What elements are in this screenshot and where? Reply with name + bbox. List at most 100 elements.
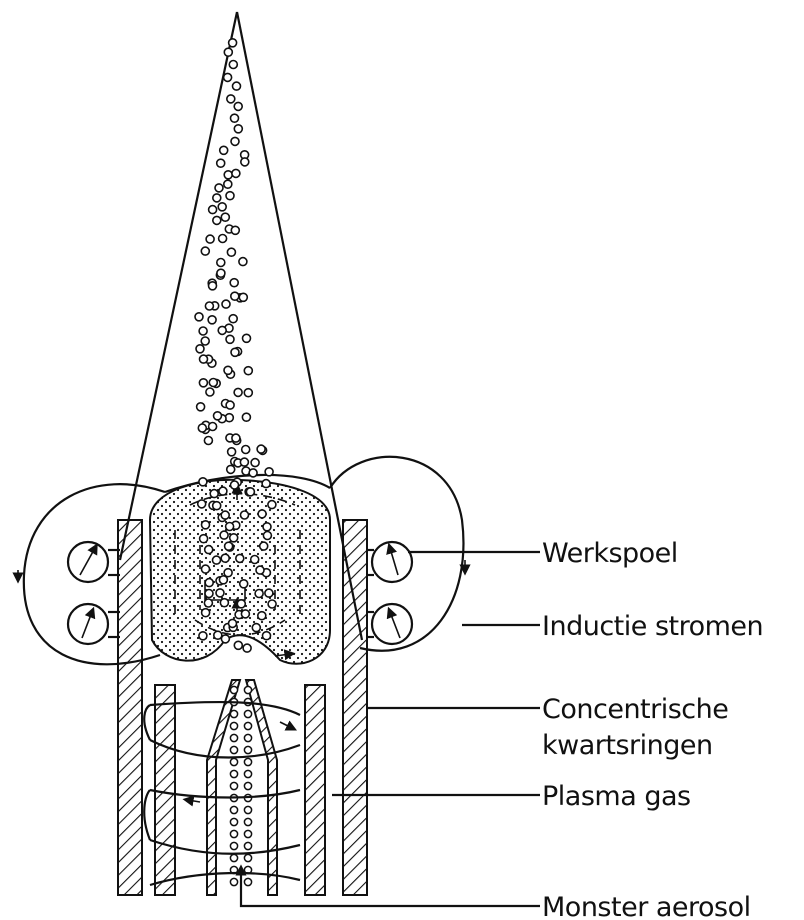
- aerosol-particle: [241, 158, 249, 166]
- aerosol-particle: [243, 334, 251, 342]
- aerosol-particle: [242, 446, 250, 454]
- aerosol-particle: [229, 315, 237, 323]
- aerosol-particle: [230, 710, 237, 717]
- aerosol-particle: [230, 806, 237, 813]
- aerosol-particle: [218, 326, 226, 334]
- aerosol-particle: [208, 316, 216, 324]
- aerosol-particle: [224, 48, 232, 56]
- aerosol-particle: [268, 501, 276, 509]
- label-monster-aerosol: Monster aerosol: [542, 892, 751, 920]
- aerosol-particle: [240, 458, 248, 466]
- aerosol-particle: [198, 500, 206, 508]
- aerosol-particle: [219, 487, 227, 495]
- aerosol-particle: [263, 523, 271, 531]
- aerosol-particle: [263, 532, 271, 540]
- injector-tube: [207, 680, 277, 895]
- aerosol-particle: [200, 355, 208, 363]
- aerosol-particle: [249, 469, 257, 477]
- aerosol-particle: [230, 818, 237, 825]
- aerosol-particle: [202, 521, 210, 529]
- aerosol-particle: [209, 206, 217, 214]
- aerosol-particle: [230, 830, 237, 837]
- aerosol-particle: [244, 734, 251, 741]
- aerosol-particle: [231, 226, 239, 234]
- aerosol-particle: [196, 345, 204, 353]
- aerosol-particle: [244, 746, 251, 753]
- aerosol-particle: [213, 556, 221, 564]
- aerosol-particle: [217, 259, 225, 267]
- aerosol-particle: [219, 576, 227, 584]
- aerosol-particle: [230, 686, 237, 693]
- aerosol-particle: [244, 686, 251, 693]
- label-plasma-gas: Plasma gas: [542, 781, 691, 812]
- aerosol-particle: [214, 412, 222, 420]
- aerosol-particle: [265, 589, 273, 597]
- aerosol-particle: [218, 203, 226, 211]
- aerosol-particle: [237, 600, 245, 608]
- label-kwartsringen: kwartsringen: [542, 730, 713, 761]
- aerosol-particle: [234, 102, 242, 110]
- aerosol-particle: [226, 523, 234, 531]
- aerosol-particle: [206, 388, 214, 396]
- aerosol-particle: [197, 403, 205, 411]
- aerosol-particle: [219, 235, 227, 243]
- aerosol-particle: [234, 125, 242, 133]
- aerosol-particle: [199, 327, 207, 335]
- aerosol-particle: [230, 279, 238, 287]
- aerosol-particle: [243, 644, 251, 652]
- aerosol-particle: [220, 599, 228, 607]
- aerosol-particle: [217, 269, 225, 277]
- aerosol-particle: [229, 39, 237, 47]
- aerosol-particle: [221, 511, 229, 519]
- aerosol-particle: [216, 589, 224, 597]
- aerosol-particle: [210, 490, 218, 498]
- aerosol-particle: [213, 502, 221, 510]
- aerosol-particle: [244, 854, 251, 861]
- aerosol-particle: [244, 367, 252, 375]
- aerosol-particle: [260, 542, 268, 550]
- aerosol-particle: [217, 159, 225, 167]
- aerosol-particle: [242, 413, 250, 421]
- aerosol-particle: [224, 171, 232, 179]
- label-inductie-stromen: Inductie stromen: [542, 611, 763, 642]
- aerosol-particle: [244, 758, 251, 765]
- aerosol-particle: [205, 302, 213, 310]
- aerosol-particle: [230, 534, 238, 542]
- aerosol-particle: [226, 401, 234, 409]
- aerosol-particle: [224, 180, 232, 188]
- aerosol-particle: [224, 73, 232, 81]
- aerosol-particle: [226, 335, 234, 343]
- aerosol-particle: [262, 480, 270, 488]
- aerosol-particle: [205, 546, 213, 554]
- aerosol-particle: [229, 619, 237, 627]
- aerosol-particle: [220, 146, 228, 154]
- aerosol-particle: [265, 468, 273, 476]
- coil-turn-right-upper: [366, 542, 412, 582]
- aerosol-particle: [205, 579, 213, 587]
- aerosol-particle: [199, 478, 207, 486]
- aerosol-particle: [234, 388, 242, 396]
- aerosol-particle: [244, 830, 251, 837]
- label-concentrische: Concentrische: [542, 694, 728, 725]
- aerosol-particle: [251, 556, 259, 564]
- aerosol-particle: [241, 610, 249, 618]
- aerosol-particle: [209, 282, 217, 290]
- aerosol-particle: [244, 782, 251, 789]
- aerosol-particle: [213, 216, 221, 224]
- aerosol-particle: [206, 235, 214, 243]
- label-werkspoel: Werkspoel: [542, 538, 678, 569]
- aerosol-particle: [201, 337, 209, 345]
- aerosol-particle: [199, 632, 207, 640]
- aerosol-particle: [198, 424, 206, 432]
- aerosol-particle: [239, 258, 247, 266]
- aerosol-particle: [230, 722, 237, 729]
- aerosol-particle: [202, 609, 210, 617]
- aerosol-particle: [204, 437, 212, 445]
- aerosol-particle: [227, 95, 235, 103]
- aerosol-particle: [199, 379, 207, 387]
- aerosol-particle: [231, 292, 239, 300]
- aerosol-particle: [209, 379, 217, 387]
- aerosol-particle: [204, 599, 212, 607]
- aerosol-particle: [230, 746, 237, 753]
